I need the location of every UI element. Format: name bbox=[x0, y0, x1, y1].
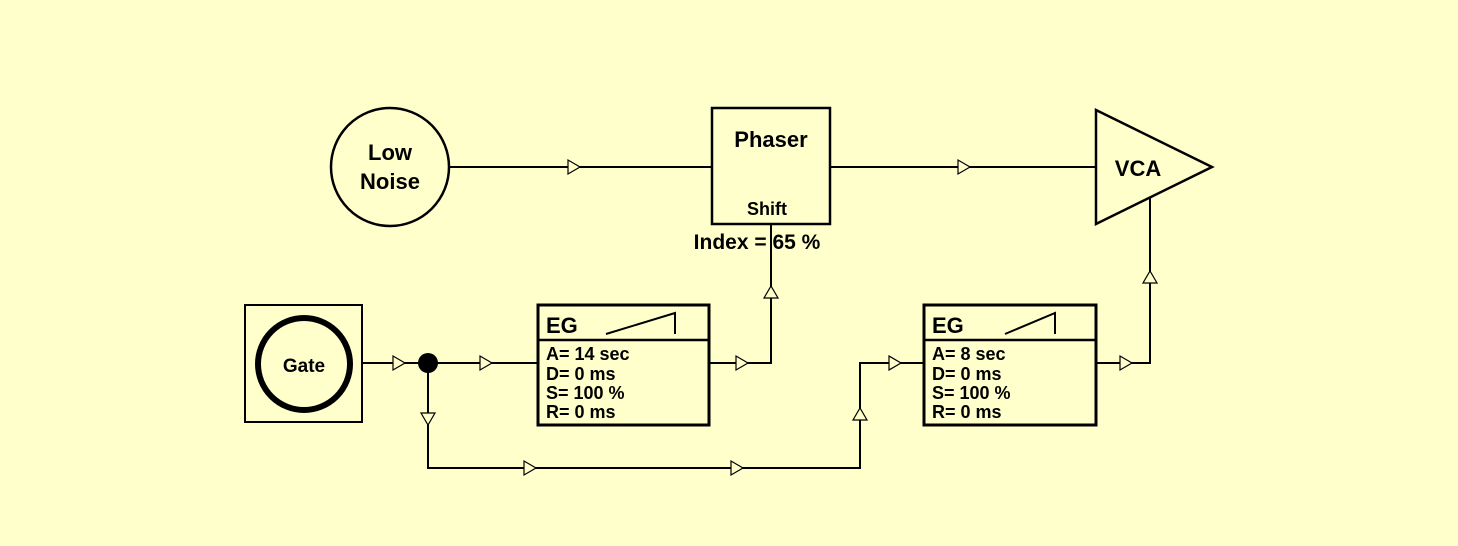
arrow-up-icon bbox=[1141, 269, 1159, 284]
junction-dot bbox=[418, 353, 438, 373]
eg1-sustain: S= 100 % bbox=[546, 383, 625, 403]
noise-source: Low Noise bbox=[329, 106, 451, 228]
eg1-decay: D= 0 ms bbox=[546, 364, 616, 384]
phaser-module: Phaser Shift bbox=[710, 106, 832, 226]
phaser-title: Phaser bbox=[734, 127, 808, 152]
wire-gate-to-eg2 bbox=[427, 362, 924, 469]
vca-triangle bbox=[1094, 107, 1215, 227]
wire-eg1-to-phaser-shift bbox=[709, 224, 772, 364]
noise-label-line2: Noise bbox=[360, 169, 420, 194]
eg2-release: R= 0 ms bbox=[932, 402, 1002, 422]
arrow-up-icon bbox=[851, 406, 869, 421]
noise-label-line1: Low bbox=[368, 140, 413, 165]
eg2-title: EG bbox=[932, 313, 964, 338]
arrow-right-icon bbox=[567, 158, 582, 176]
patch-wires bbox=[362, 166, 1151, 469]
arrow-up-icon bbox=[762, 284, 780, 299]
vca-label: VCA bbox=[1115, 156, 1162, 181]
eg1-attack: A= 14 sec bbox=[546, 344, 630, 364]
phaser-index-param: Index = 65 % bbox=[694, 231, 821, 254]
noise-circle bbox=[329, 106, 451, 228]
arrow-right-icon bbox=[523, 459, 538, 477]
phaser-box bbox=[710, 106, 832, 226]
gate-ring bbox=[255, 315, 353, 413]
gate-module: Gate bbox=[244, 304, 363, 423]
arrow-right-icon bbox=[479, 354, 494, 372]
eg1-envelope-icon bbox=[605, 311, 676, 335]
flow-arrows bbox=[392, 158, 1159, 477]
arrow-right-icon bbox=[1119, 354, 1134, 372]
eg1-title: EG bbox=[546, 313, 578, 338]
arrow-right-icon bbox=[735, 354, 750, 372]
eg2-module: EG A= 8 sec D= 0 ms S= 100 % R= 0 ms bbox=[922, 303, 1098, 427]
eg2-envelope-icon bbox=[1004, 311, 1056, 335]
arrow-right-icon bbox=[730, 459, 745, 477]
gate-box bbox=[244, 304, 363, 423]
eg2-sustain: S= 100 % bbox=[932, 383, 1011, 403]
arrow-right-icon bbox=[392, 354, 407, 372]
eg1-module: EG A= 14 sec D= 0 ms S= 100 % R= 0 ms bbox=[536, 303, 711, 427]
phaser-shift-label: Shift bbox=[747, 199, 787, 219]
eg2-decay: D= 0 ms bbox=[932, 364, 1002, 384]
eg2-box bbox=[922, 303, 1098, 427]
vca-module: VCA bbox=[1094, 107, 1215, 227]
wire-eg2-to-vca bbox=[1096, 198, 1151, 364]
arrow-right-icon bbox=[888, 354, 903, 372]
gate-label: Gate bbox=[283, 356, 325, 377]
arrow-down-icon bbox=[419, 412, 437, 427]
eg1-box bbox=[536, 303, 711, 427]
eg1-release: R= 0 ms bbox=[546, 402, 616, 422]
arrow-right-icon bbox=[957, 158, 972, 176]
eg2-attack: A= 8 sec bbox=[932, 344, 1006, 364]
